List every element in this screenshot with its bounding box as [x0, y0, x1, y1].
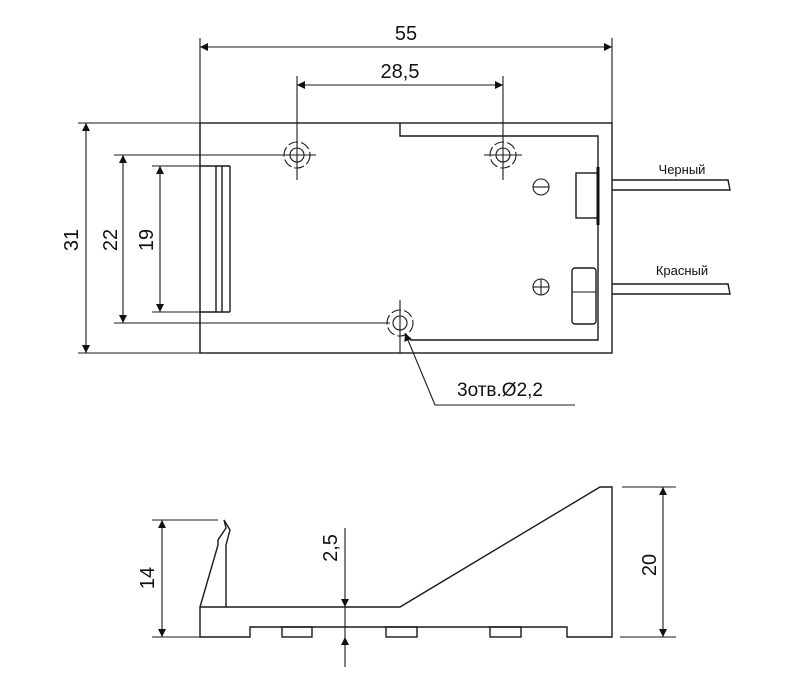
dimension-2-5: 2,5: [320, 528, 349, 667]
wire-red: Красный: [612, 263, 731, 295]
mounting-hole-icon: [386, 300, 414, 353]
dimension-28-5: 28,5: [297, 61, 503, 89]
dimension-19: 19: [136, 166, 164, 312]
foot: [385, 626, 418, 638]
dimension-label: 2,5: [320, 534, 342, 562]
latch-hook: [199, 519, 231, 608]
battery-slot: [200, 165, 231, 313]
mounting-hole-icon: [484, 141, 522, 169]
wire-black: Черный: [612, 162, 731, 191]
minus-icon: [532, 178, 550, 196]
dimension-22: 22: [100, 155, 127, 323]
side-profile: [199, 486, 613, 638]
foot: [281, 626, 313, 638]
positive-contact: [571, 267, 597, 325]
top-view: 55 28,5 31 22 19: [61, 23, 731, 406]
dimension-label: 20: [639, 554, 661, 576]
foot: [489, 626, 522, 638]
dimension-label: 28,5: [381, 61, 420, 83]
dimension-14: 14: [137, 520, 166, 637]
mounting-hole-icon: [278, 141, 316, 169]
holes-note: 3отв.Ø2,2: [457, 380, 543, 401]
holder-outline: [199, 122, 613, 354]
dimension-20: 20: [639, 487, 667, 637]
dimension-label: 31: [61, 229, 83, 251]
plus-icon: [532, 278, 550, 296]
side-view: 14 2,5 20: [137, 486, 676, 667]
dimension-label: 19: [136, 229, 158, 251]
dimension-label: 14: [137, 567, 159, 589]
negative-contact: [575, 167, 600, 225]
dimension-55: 55: [200, 23, 612, 51]
inner-wall: [399, 123, 599, 341]
dimension-label: 22: [100, 229, 122, 251]
wire-red-label: Красный: [656, 263, 708, 278]
holes-callout: 3отв.Ø2,2: [404, 332, 575, 406]
dimension-31: 31: [61, 123, 90, 353]
wire-black-label: Черный: [659, 162, 706, 177]
dimension-label: 55: [395, 23, 417, 45]
